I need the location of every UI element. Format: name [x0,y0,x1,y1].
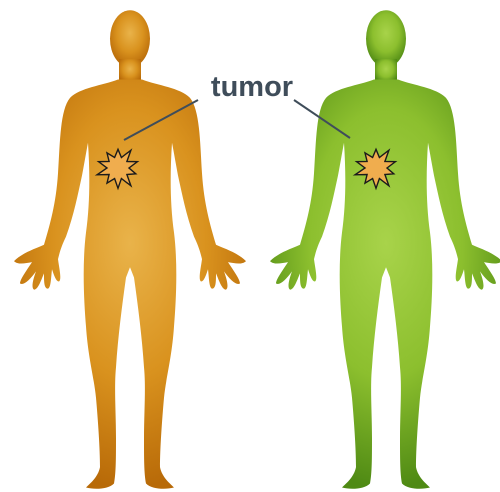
tumor-label: tumor [211,71,293,103]
right-human-figure [270,10,500,489]
